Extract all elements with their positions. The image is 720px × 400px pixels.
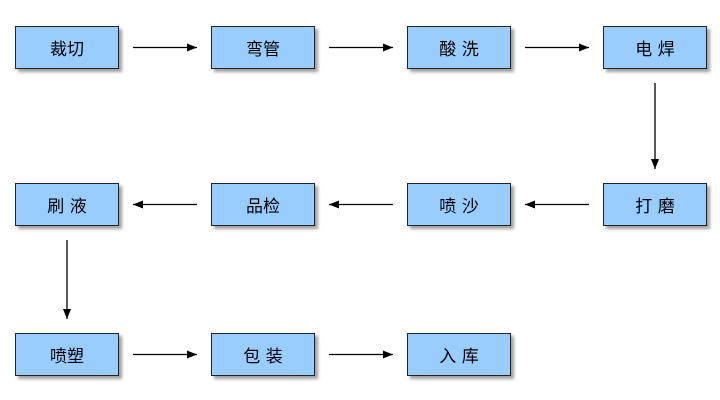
step-sandblast: 喷 沙 <box>407 183 511 226</box>
step-inspect: 品检 <box>211 183 315 226</box>
step-grind: 打 磨 <box>603 183 707 226</box>
step-brush-liquid: 刷 液 <box>15 183 119 226</box>
step-weld: 电 焊 <box>603 26 707 69</box>
step-pickle: 酸 洗 <box>407 26 511 69</box>
step-warehouse: 入 库 <box>407 333 511 376</box>
step-package: 包 装 <box>211 333 315 376</box>
step-powder-coat: 喷塑 <box>15 333 119 376</box>
step-bend: 弯管 <box>211 26 315 69</box>
step-cut: 裁切 <box>15 26 119 69</box>
